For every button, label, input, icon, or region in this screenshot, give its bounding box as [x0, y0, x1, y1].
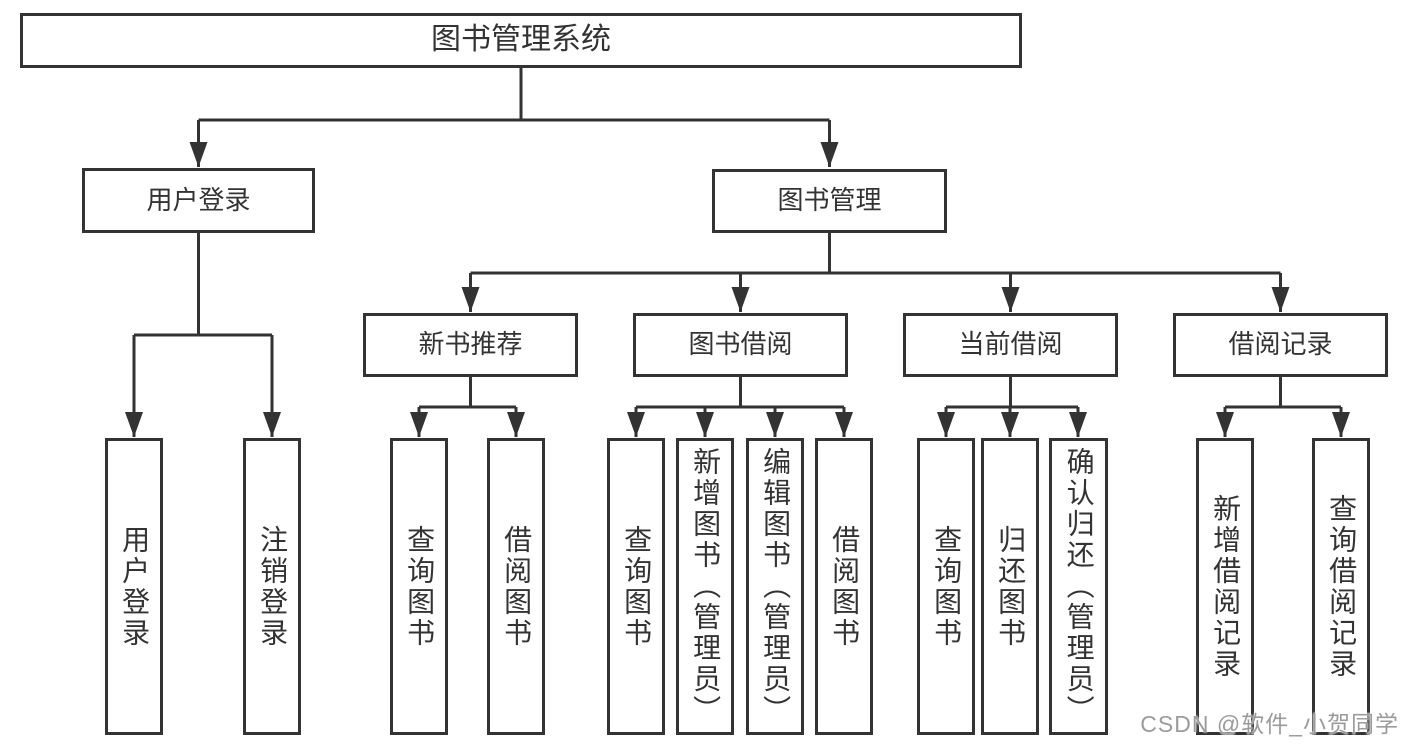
arrow-lines [125, 120, 1350, 437]
node-book-management: 图书管理 [712, 169, 947, 233]
node-user-login: 用户登录 [82, 168, 315, 233]
connector-current-borrow-branch [946, 377, 1078, 409]
leaf-query-borrow-record: 查询借阅记录 [1312, 438, 1370, 735]
leaf-add-borrow-record: 新增借阅记录 [1196, 438, 1254, 735]
leaf-confirm-return-admin: 确认归还（管理员） [1049, 438, 1108, 735]
leaf-edit-book-admin: 编辑图书（管理员） [746, 438, 804, 735]
leaf-user-login: 用户登录 [105, 438, 163, 735]
connector-root-to-level2 [198, 68, 830, 122]
leaf-query-books-borrow: 查询图书 [607, 438, 665, 735]
connector-new-book-branch [419, 377, 516, 409]
leaf-logout: 注销登录 [243, 438, 301, 735]
node-current-borrowing: 当前借阅 [903, 313, 1118, 377]
node-new-book-recommend: 新书推荐 [363, 313, 578, 377]
node-book-management-system: 图书管理系统 [20, 13, 1022, 68]
leaf-query-books-current: 查询图书 [917, 438, 975, 735]
node-book-borrowing: 图书借阅 [633, 313, 848, 377]
connector-book-borrow-branch [636, 377, 844, 409]
connector-user-login-branch [134, 233, 272, 337]
watermark: CSDN @软件_小贺同学 [1140, 711, 1399, 737]
connector-group [125, 68, 1350, 437]
connector-borrow-records-branch [1225, 377, 1341, 409]
leaf-return-books: 归还图书 [981, 438, 1039, 735]
leaf-borrow-books-recommend: 借阅图书 [487, 438, 545, 735]
leaf-query-books-recommend: 查询图书 [390, 438, 448, 735]
node-borrowing-records: 借阅记录 [1173, 313, 1388, 377]
connector-book-management-branch [470, 232, 1281, 275]
leaf-borrow-books: 借阅图书 [815, 438, 873, 735]
leaf-add-book-admin: 新增图书（管理员） [676, 438, 734, 735]
